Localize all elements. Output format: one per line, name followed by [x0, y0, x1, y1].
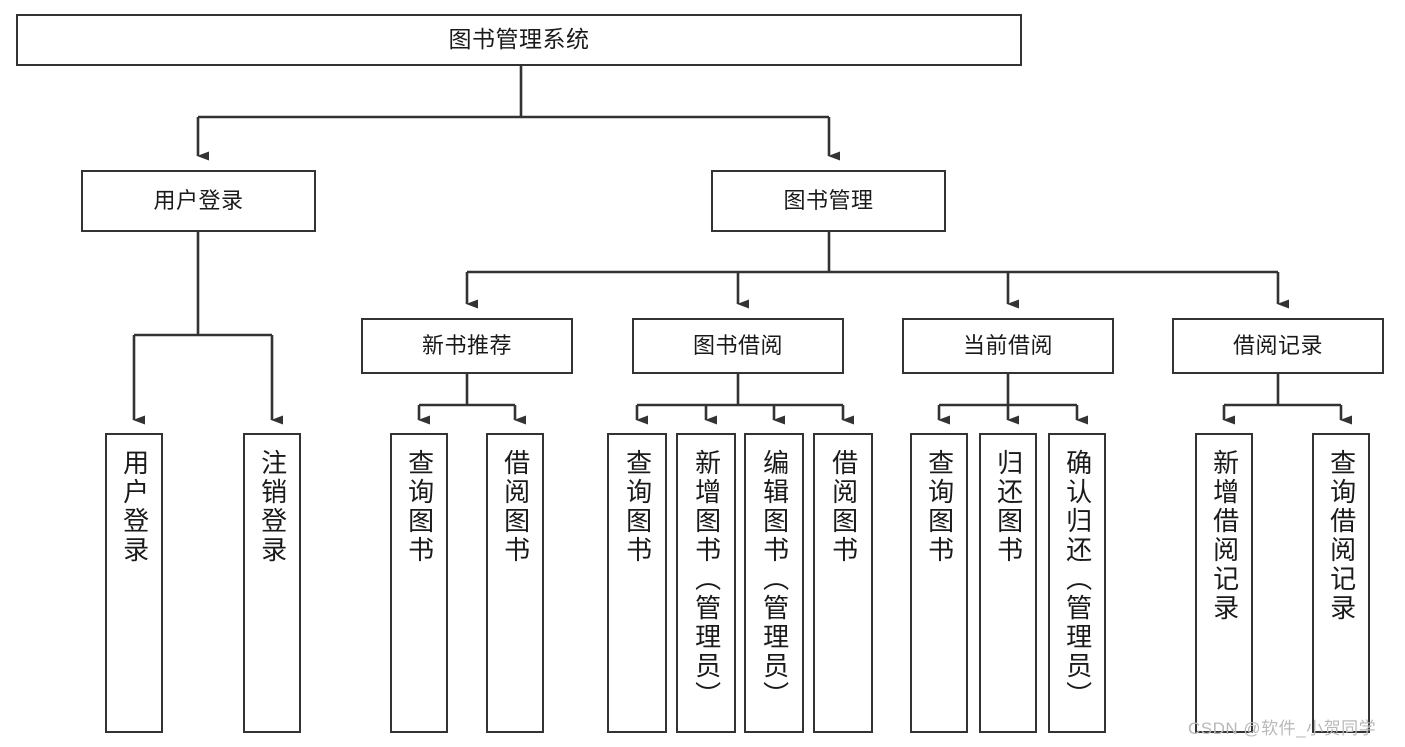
leaf-current-borrow-confirm-return[interactable]: 确认归还（管理员） [1048, 433, 1106, 733]
node-label: 归还图书 [993, 449, 1024, 565]
leaf-book-borrow-lend[interactable]: 借阅图书 [813, 433, 873, 733]
node-label: 查询图书 [622, 449, 653, 565]
node-label: 借阅图书 [828, 449, 859, 565]
watermark: CSDN @软件_小贺同学 [1188, 719, 1377, 738]
node-root-system[interactable]: 图书管理系统 [16, 14, 1022, 66]
leaf-borrow-record-query[interactable]: 查询借阅记录 [1312, 433, 1370, 733]
node-label: 查询图书 [404, 449, 435, 565]
node-label: 确认归还（管理员） [1062, 449, 1093, 710]
node-book-management[interactable]: 图书管理 [711, 170, 946, 232]
node-label: 图书管理 [783, 188, 874, 214]
node-label: 图书借阅 [692, 333, 783, 359]
node-label: 查询借阅记录 [1326, 449, 1357, 623]
node-new-book-recommend[interactable]: 新书推荐 [361, 318, 573, 374]
node-book-borrow[interactable]: 图书借阅 [632, 318, 844, 374]
node-label: 用户登录 [153, 188, 244, 214]
node-label: 查询图书 [924, 449, 955, 565]
node-borrow-record[interactable]: 借阅记录 [1172, 318, 1384, 374]
leaf-new-book-borrow[interactable]: 借阅图书 [486, 433, 544, 733]
leaf-new-book-query[interactable]: 查询图书 [390, 433, 448, 733]
leaf-current-borrow-query[interactable]: 查询图书 [910, 433, 968, 733]
leaf-book-borrow-edit[interactable]: 编辑图书（管理员） [744, 433, 804, 733]
leaf-current-borrow-return[interactable]: 归还图书 [979, 433, 1037, 733]
node-label: 新增借阅记录 [1209, 449, 1240, 623]
node-label: 借阅记录 [1232, 333, 1323, 359]
node-label: 注销登录 [257, 449, 288, 565]
node-user-login[interactable]: 用户登录 [81, 170, 316, 232]
leaf-borrow-record-add[interactable]: 新增借阅记录 [1195, 433, 1253, 733]
node-label: 当前借阅 [962, 333, 1053, 359]
leaf-book-borrow-query[interactable]: 查询图书 [607, 433, 667, 733]
node-label: 新书推荐 [421, 333, 512, 359]
leaf-user-login-signout[interactable]: 注销登录 [243, 433, 301, 733]
leaf-user-login-signin[interactable]: 用户登录 [105, 433, 163, 733]
node-label: 编辑图书（管理员） [759, 449, 790, 710]
node-label: 借阅图书 [500, 449, 531, 565]
node-label: 新增图书（管理员） [691, 449, 722, 710]
leaf-book-borrow-add[interactable]: 新增图书（管理员） [676, 433, 736, 733]
node-label: 用户登录 [119, 449, 150, 565]
node-current-borrow[interactable]: 当前借阅 [902, 318, 1114, 374]
node-label: 图书管理系统 [448, 26, 590, 53]
